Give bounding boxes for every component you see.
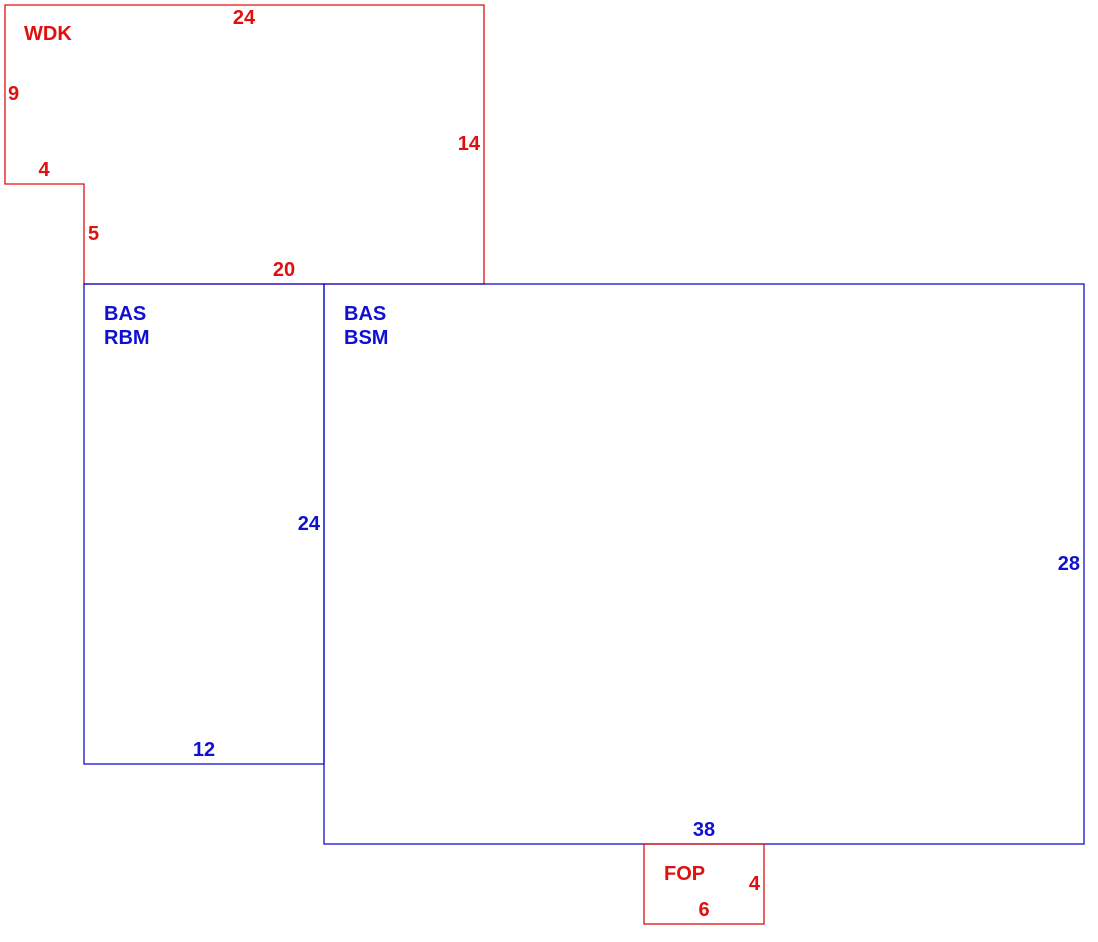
wdk-right-dimension: 14 — [457, 133, 480, 155]
bas-bsm-subarea-code: BSM — [344, 327, 389, 349]
fop-right-dimension: 4 — [748, 873, 760, 895]
fop-area-code: FOP — [664, 863, 706, 885]
bas-rbm-subarea-code: RBM — [104, 327, 150, 349]
bas-bsm-right-dimension: 28 — [1057, 553, 1080, 575]
bas-rbm-outline — [83, 283, 325, 765]
fop-outline — [643, 843, 765, 925]
fop-bottom-dimension: 6 — [698, 899, 710, 921]
wdk-top-dimension: 24 — [232, 7, 256, 29]
bas-bsm-area-code: BAS — [344, 303, 387, 325]
bas-bsm-outline — [323, 283, 1085, 845]
wdk-bottom-dimension: 20 — [272, 259, 296, 281]
wdk-outline — [4, 4, 485, 285]
bas-bsm-bottom-dimension: 38 — [692, 819, 716, 841]
wdk-area-code: WDK — [24, 23, 72, 45]
bas-rbm-area-code: BAS — [104, 303, 147, 325]
bas-rbm-bottom-dimension: 12 — [192, 739, 216, 761]
wdk-step-left-dimension: 5 — [88, 223, 100, 245]
wdk-step-top-dimension: 4 — [38, 159, 50, 181]
bas-rbm-right-dimension: 24 — [297, 513, 320, 535]
wdk-left-dimension: 9 — [8, 83, 20, 105]
